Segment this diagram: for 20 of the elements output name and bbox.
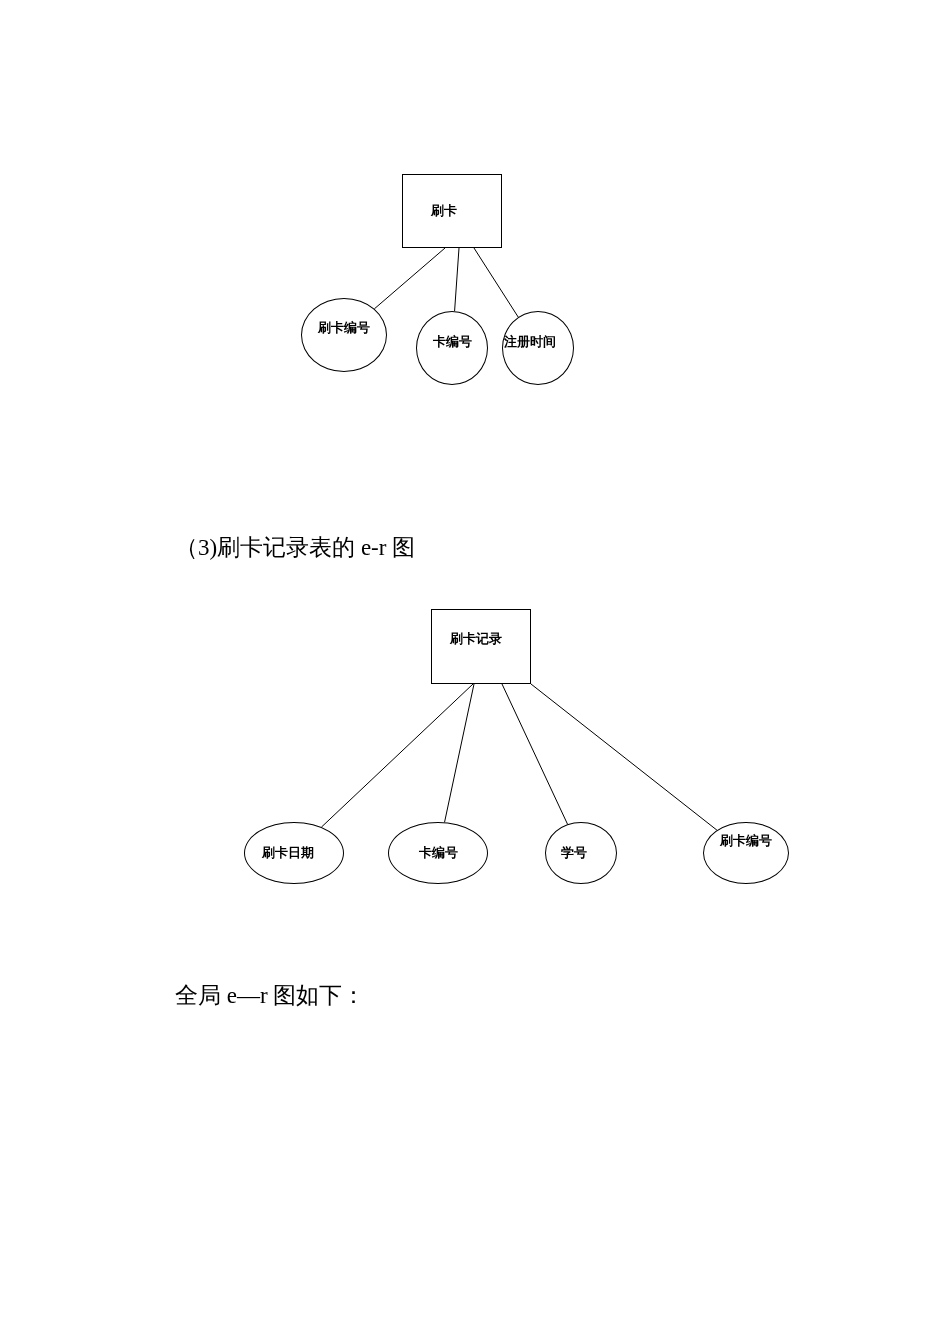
node-text: 刷卡编号 [720,832,772,850]
node-text: 刷卡日期 [262,844,314,862]
node-text: 刷卡编号 [318,319,370,337]
connector-line [454,247,460,312]
node-text: 卡编号 [418,844,458,862]
node-text: 注册时间 [504,333,556,351]
connector-line [473,247,519,318]
connector-line [373,247,446,310]
connector-line [444,683,475,823]
connector-line [320,683,474,828]
node-text: 刷卡 [431,202,457,220]
node-text: 学号 [561,844,587,862]
connector-line [501,683,569,825]
connector-line [530,683,718,831]
node-text: 刷卡记录 [450,629,502,648]
section-heading: （3)刷卡记录表的 e-r 图 [175,534,416,562]
entity-box [402,174,502,248]
section-heading: 全局 e—r 图如下： [175,982,366,1010]
node-text: 卡编号 [432,333,472,351]
entity-box [431,609,531,684]
